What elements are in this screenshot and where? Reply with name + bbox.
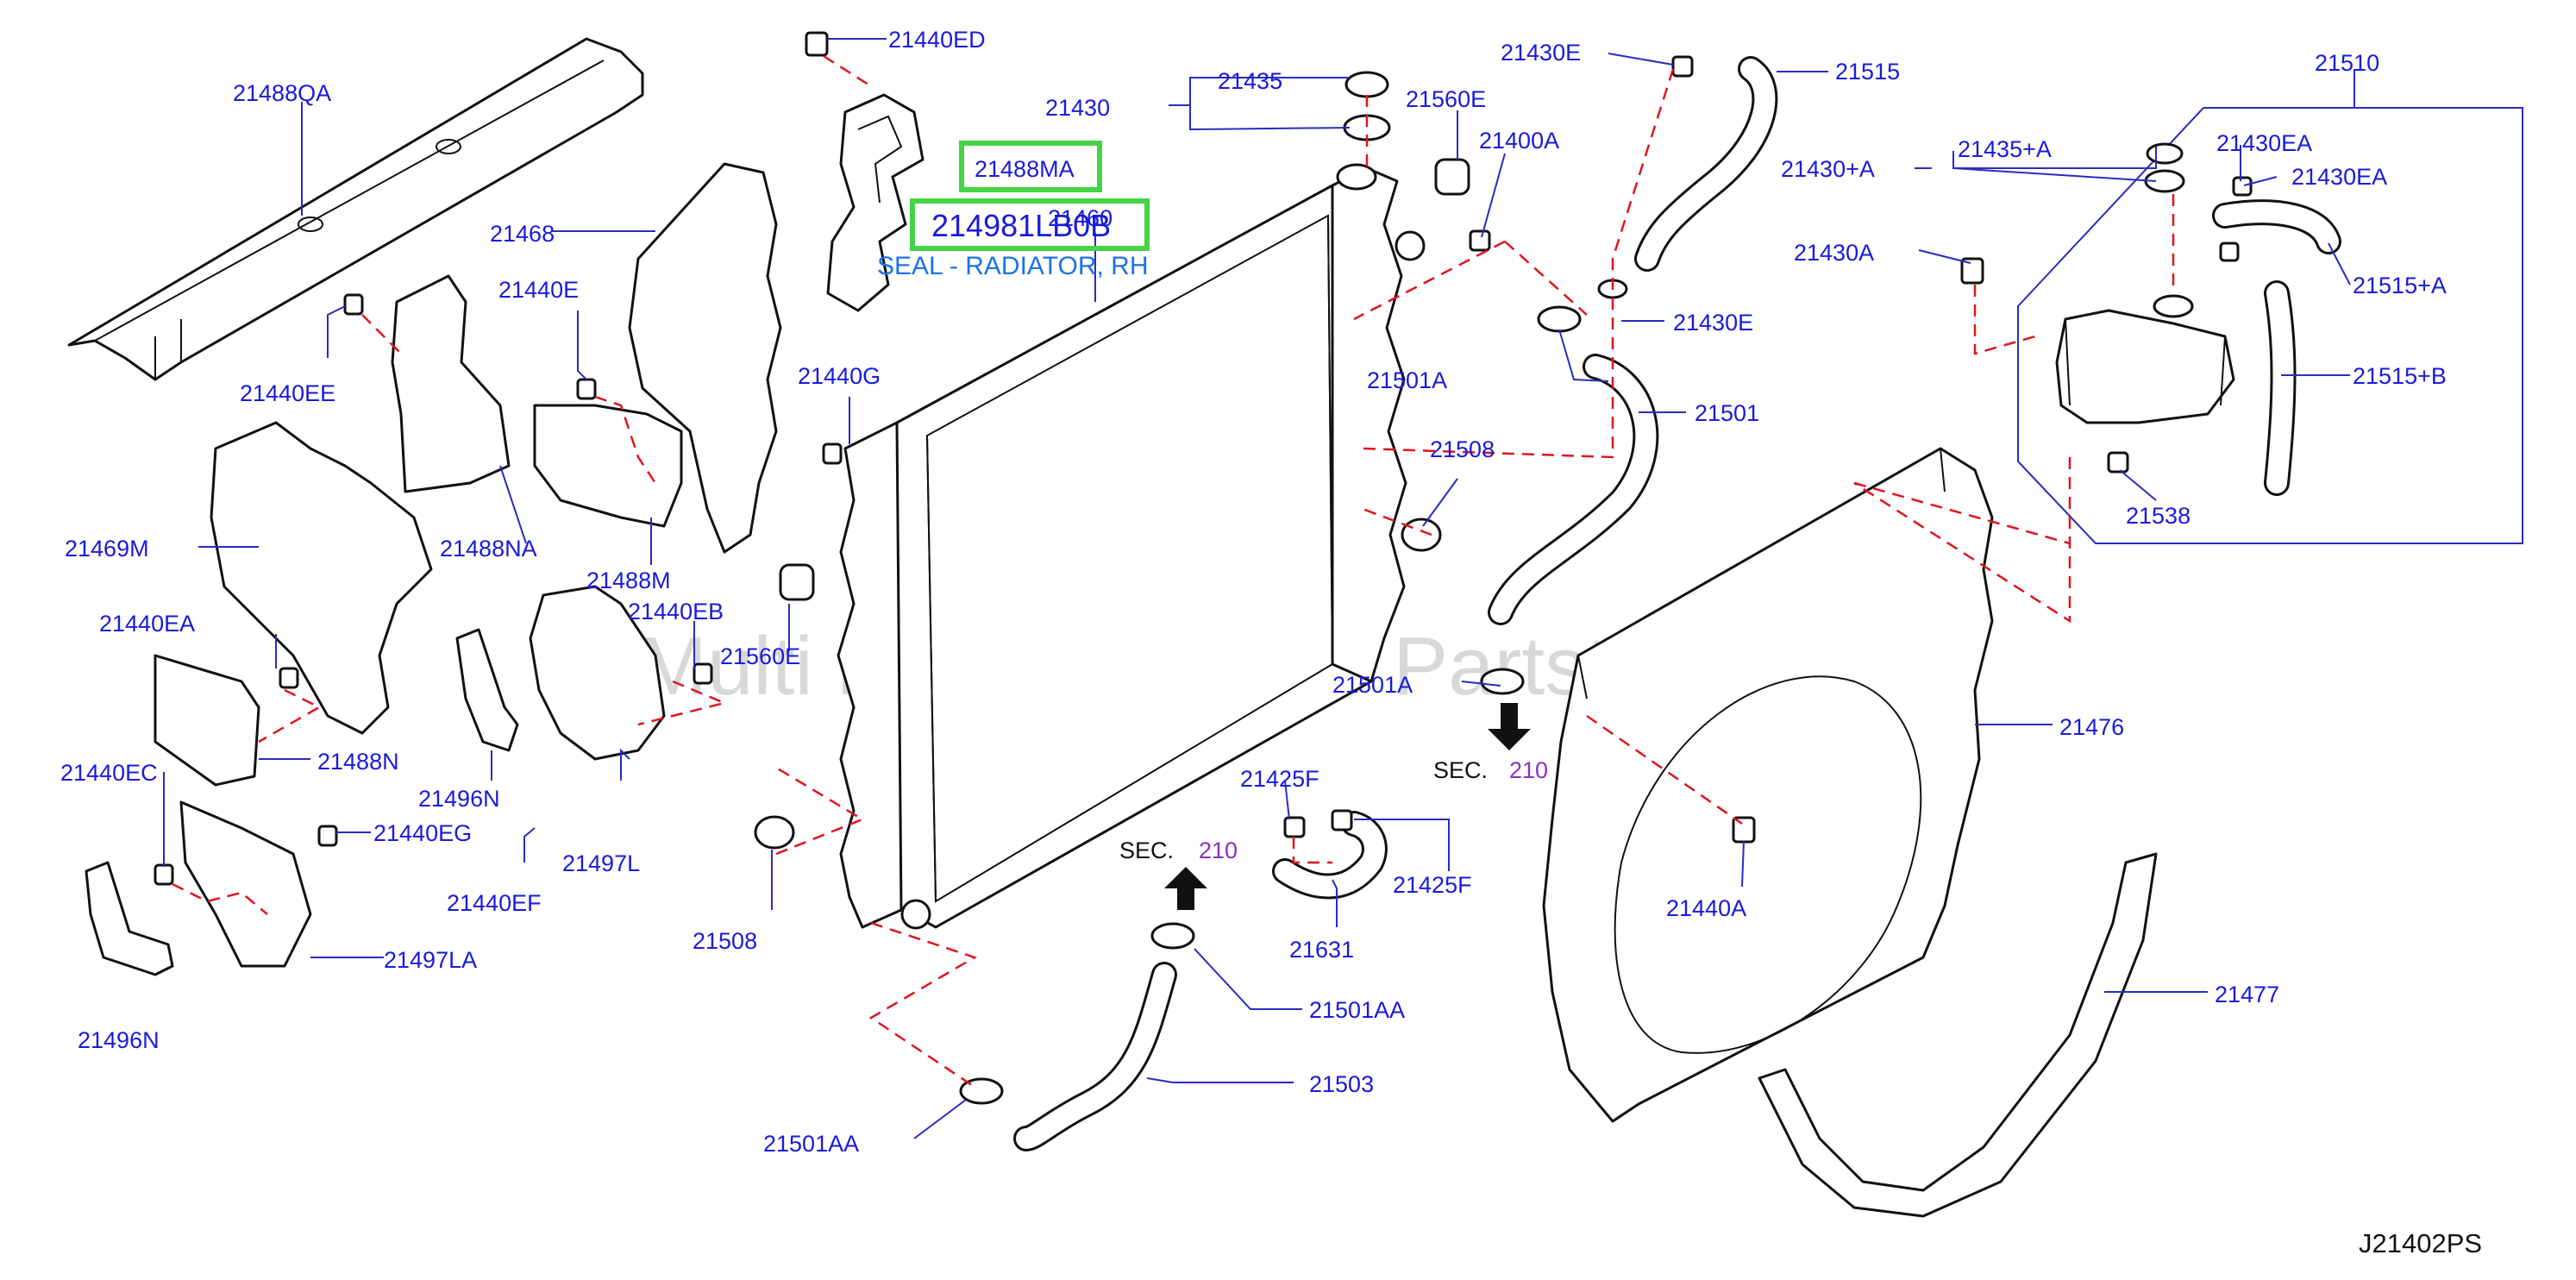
air-guide-21497L[interactable]	[529, 585, 666, 761]
label-21538[interactable]: 21538	[2126, 503, 2191, 529]
label-21430A[interactable]: 21430A	[1794, 240, 1874, 266]
assembly-lines	[172, 54, 2175, 1089]
air-guide-21488M[interactable]	[533, 404, 683, 528]
hose-21631[interactable]	[1272, 811, 1388, 900]
label-21435[interactable]: 21435	[1218, 68, 1282, 94]
label-21430E-top[interactable]: 21430E	[1501, 40, 1581, 66]
label-21476[interactable]: 21476	[2059, 714, 2124, 740]
section-ref-lower[interactable]: SEC. 210	[1119, 838, 1238, 863]
air-guide-21468[interactable]	[628, 162, 782, 554]
label-21497LA[interactable]: 21497LA	[384, 947, 477, 973]
label-214981LB0B-highlighted[interactable]: 214981LB0B	[931, 208, 1111, 243]
radiator-core[interactable]	[837, 163, 1426, 930]
label-21430A-plus[interactable]: 21430+A	[1781, 156, 1875, 182]
label-21560E-top[interactable]: 21560E	[1406, 86, 1486, 112]
section-ref-upper[interactable]: SEC. 210	[1433, 757, 1548, 783]
upper-hose-21501[interactable]	[1488, 354, 1659, 625]
fan-shroud-lower[interactable]	[1758, 852, 2158, 1218]
label-21497L[interactable]: 21497L	[562, 850, 640, 876]
seal-21496N-mid[interactable]	[455, 628, 519, 752]
label-21468[interactable]: 21468	[490, 221, 555, 247]
hose-21515A[interactable]	[2212, 199, 2341, 254]
label-21488NA[interactable]: 21488NA	[440, 536, 537, 562]
seal-21496N-low[interactable]	[85, 861, 174, 976]
hose-21515B[interactable]	[2264, 280, 2297, 496]
label-21435A[interactable]: 21435+A	[1958, 136, 2052, 162]
seal-description: SEAL - RADIATOR, RH	[877, 252, 1149, 280]
leader-lines	[163, 38, 2355, 1139]
label-21501AA-low[interactable]: 21501AA	[763, 1131, 859, 1157]
reservoir-tank[interactable]	[2055, 294, 2235, 424]
label-21508-mid[interactable]: 21508	[1430, 436, 1495, 462]
label-21488QA[interactable]: 21488QA	[233, 80, 331, 106]
fasteners	[154, 31, 2253, 886]
highlight-box-21488MA	[959, 141, 1102, 192]
label-21440G[interactable]: 21440G	[798, 363, 881, 389]
highlight-box-214981LB0B	[910, 198, 1150, 251]
radiator-seal-rh[interactable]	[826, 93, 924, 312]
label-21425F-top[interactable]: 21425F	[1240, 766, 1319, 792]
label-21488MA-highlighted[interactable]: 21488MA	[975, 156, 1075, 182]
label-21469M[interactable]: 21469M	[65, 536, 149, 562]
label-21440ED[interactable]: 21440ED	[888, 27, 986, 53]
label-21631[interactable]: 21631	[1289, 937, 1354, 963]
label-21501AA-mid[interactable]: 21501AA	[1309, 997, 1405, 1023]
diagram-code: J21402PS	[2359, 1228, 2482, 1258]
label-21508-low[interactable]: 21508	[693, 928, 757, 954]
label-21488M[interactable]: 21488M	[586, 568, 671, 593]
label-21430EA-1[interactable]: 21430EA	[2216, 130, 2312, 156]
label-21460[interactable]: 21460	[1048, 205, 1113, 231]
label-21440EG[interactable]: 21440EG	[373, 820, 472, 846]
label-21501[interactable]: 21501	[1695, 400, 1759, 426]
air-guide-21488NA[interactable]	[391, 274, 511, 493]
label-21496N-mid[interactable]: 21496N	[418, 786, 500, 812]
label-21488N[interactable]: 21488N	[317, 749, 399, 775]
label-21430[interactable]: 21430	[1045, 95, 1110, 121]
label-21560E-mid[interactable]: 21560E	[720, 643, 800, 669]
section-label-lower: SEC.	[1119, 838, 1174, 863]
arrow-down-icon	[1488, 703, 1531, 750]
lower-hose-21503[interactable]	[1013, 962, 1177, 1151]
air-guide-21488N[interactable]	[154, 654, 260, 787]
label-21501A-top[interactable]: 21501A	[1367, 367, 1447, 393]
arrow-up-icon	[1164, 867, 1207, 910]
label-21440EB[interactable]: 21440EB	[628, 599, 724, 624]
label-21440EF[interactable]: 21440EF	[447, 890, 542, 916]
section-number-upper[interactable]: 210	[1509, 757, 1548, 783]
label-21430E-mid[interactable]: 21430E	[1673, 310, 1753, 336]
label-21503[interactable]: 21503	[1309, 1071, 1374, 1097]
section-label-upper: SEC.	[1433, 757, 1488, 783]
upper-air-guide[interactable]	[67, 37, 644, 381]
label-21440E[interactable]: 21440E	[498, 277, 579, 303]
label-21477[interactable]: 21477	[2215, 982, 2279, 1007]
label-21515[interactable]: 21515	[1835, 59, 1900, 85]
fan-shroud[interactable]	[1542, 447, 1994, 1123]
label-21501A-low[interactable]: 21501A	[1332, 672, 1413, 698]
label-21400A[interactable]: 21400A	[1479, 128, 1559, 154]
air-guide-21469M[interactable]	[210, 421, 433, 735]
label-21425F-right[interactable]: 21425F	[1393, 872, 1472, 898]
label-21515B[interactable]: 21515+B	[2353, 363, 2447, 389]
air-guide-21497LA[interactable]	[179, 800, 312, 968]
label-21440A[interactable]: 21440A	[1666, 895, 1746, 921]
label-21440EE[interactable]: 21440EE	[240, 380, 335, 406]
upper-hose-21515[interactable]	[1634, 56, 1778, 272]
label-21440EA[interactable]: 21440EA	[99, 611, 195, 637]
label-21440EC[interactable]: 21440EC	[60, 760, 158, 786]
reservoir-bracket-outline	[2017, 107, 2523, 544]
label-21430EA-2[interactable]: 21430EA	[2291, 164, 2387, 190]
part-labels: 21488QA 21440ED 21430 21435 21560E 21400…	[60, 27, 2447, 1157]
label-21515A[interactable]: 21515+A	[2353, 273, 2447, 298]
label-21496N-low[interactable]: 21496N	[78, 1027, 160, 1053]
label-21510[interactable]: 21510	[2315, 50, 2379, 76]
section-number-lower[interactable]: 210	[1199, 838, 1238, 863]
